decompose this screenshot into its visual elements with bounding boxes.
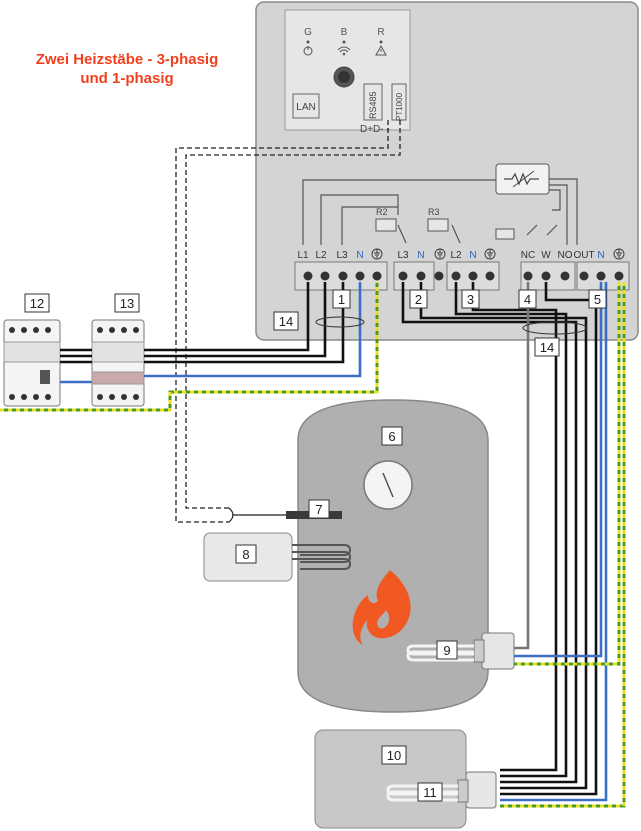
callout-12: 12 bbox=[30, 296, 44, 311]
led-g-label: G bbox=[304, 27, 312, 38]
terminal-label-nc: NC bbox=[521, 250, 535, 261]
callout-box bbox=[534, 337, 560, 357]
terminal-label-l2: L2 bbox=[315, 250, 327, 261]
earth-symbols bbox=[371, 248, 625, 260]
thermometer-needle bbox=[382, 472, 394, 498]
lan-label: LAN bbox=[296, 102, 315, 113]
terminal-label-out: OUT bbox=[573, 250, 594, 261]
led-r-label: R bbox=[377, 27, 384, 38]
callout-7: 7 bbox=[315, 502, 322, 517]
earth-cable-supply-stripe bbox=[0, 282, 379, 412]
hot-water-tank bbox=[297, 399, 489, 713]
callout-9: 9 bbox=[443, 643, 450, 658]
callout-box bbox=[588, 289, 607, 309]
callout-box bbox=[114, 293, 140, 313]
terminal-label-l1: L1 bbox=[297, 250, 309, 261]
sensor-cable bbox=[175, 120, 401, 523]
heating-rod-9 bbox=[406, 632, 515, 670]
callout-box bbox=[381, 745, 407, 765]
supply-cables bbox=[60, 282, 362, 384]
terminal-screws bbox=[303, 271, 624, 281]
thermistor-zigzag bbox=[504, 172, 539, 186]
terminal-label-r3-l2: L2 bbox=[450, 250, 462, 261]
callout-box bbox=[273, 311, 299, 331]
callout-13: 13 bbox=[120, 296, 134, 311]
terminal-label-n1: N bbox=[356, 250, 363, 261]
heating-rod-11 bbox=[386, 771, 497, 809]
relay-r2-label: R2 bbox=[376, 207, 388, 217]
relay-cable-no bbox=[500, 282, 598, 796]
pt1000-port bbox=[391, 83, 407, 121]
internal-wiring bbox=[302, 178, 578, 245]
callout-4: 4 bbox=[524, 292, 531, 307]
mcb-breaker-13 bbox=[91, 319, 145, 407]
callout-1: 1 bbox=[338, 292, 345, 307]
terminal-label-r3-n: N bbox=[469, 250, 476, 261]
callout-box bbox=[461, 289, 480, 309]
terminal-label-r2-l3: L3 bbox=[397, 250, 409, 261]
reset-button-center bbox=[338, 71, 350, 83]
earth-cable-rods bbox=[500, 282, 626, 808]
terminal-label-l3: L3 bbox=[336, 250, 348, 261]
heat-exchanger-coil bbox=[292, 544, 352, 570]
callout-box bbox=[518, 289, 537, 309]
callout-box bbox=[409, 289, 428, 309]
terminal-label-no: NO bbox=[558, 250, 573, 261]
callout-14b: 14 bbox=[540, 340, 554, 355]
rcd-breaker-12 bbox=[3, 319, 61, 407]
callout-8: 8 bbox=[242, 547, 249, 562]
neutral-cable-rod-9 bbox=[514, 282, 603, 658]
led-b-label: B bbox=[341, 27, 348, 38]
relay-r3-label: R3 bbox=[428, 207, 440, 217]
warning-icon bbox=[375, 44, 387, 56]
callout-box bbox=[24, 293, 50, 313]
callout-5: 5 bbox=[594, 292, 601, 307]
terminal-label-r2-n: N bbox=[417, 250, 424, 261]
callout-box bbox=[436, 640, 458, 660]
callout-11: 11 bbox=[423, 785, 437, 800]
led-r-dot bbox=[379, 40, 383, 44]
cable-bundle-marker bbox=[522, 321, 588, 335]
led-b-dot bbox=[342, 40, 346, 44]
callout-box bbox=[332, 289, 351, 309]
cable-bundle-marker bbox=[315, 316, 365, 328]
terminal-label-w: W bbox=[541, 250, 551, 261]
callout-14a: 14 bbox=[279, 314, 293, 329]
relay-cable-nc bbox=[514, 282, 530, 650]
callout-10: 10 bbox=[387, 748, 401, 763]
lan-port bbox=[292, 93, 320, 119]
relay-4-coil bbox=[495, 228, 515, 240]
callout-box bbox=[308, 499, 330, 519]
diagram-title: Zwei Heizstäbe - 3-phasig und 1-phasig bbox=[35, 51, 219, 87]
thermistor-symbol bbox=[495, 163, 550, 195]
wifi-icon bbox=[337, 46, 351, 56]
terminal-label-n5: N bbox=[597, 250, 604, 261]
rs485-label: RS485 bbox=[368, 91, 378, 119]
power-icon bbox=[303, 46, 313, 56]
led-g-dot bbox=[306, 40, 310, 44]
pt1000-label: PT1000 bbox=[395, 92, 404, 121]
relay-r3-coil bbox=[427, 218, 449, 232]
bus-label: D+D- - bbox=[360, 124, 390, 135]
rs485-port bbox=[363, 83, 383, 121]
neutral-cable-rod-11 bbox=[500, 282, 608, 802]
relay-r2-coil bbox=[375, 218, 397, 232]
callout-3: 3 bbox=[467, 292, 474, 307]
flame-core bbox=[377, 610, 390, 629]
callout-2: 2 bbox=[415, 292, 422, 307]
thermistor-arrow bbox=[512, 170, 535, 188]
heater-enclosure bbox=[314, 729, 467, 829]
callout-6: 6 bbox=[388, 429, 395, 444]
flame-icon bbox=[352, 570, 411, 645]
callout-box bbox=[235, 544, 257, 564]
callout-box bbox=[381, 426, 403, 446]
callout-box bbox=[417, 782, 443, 802]
